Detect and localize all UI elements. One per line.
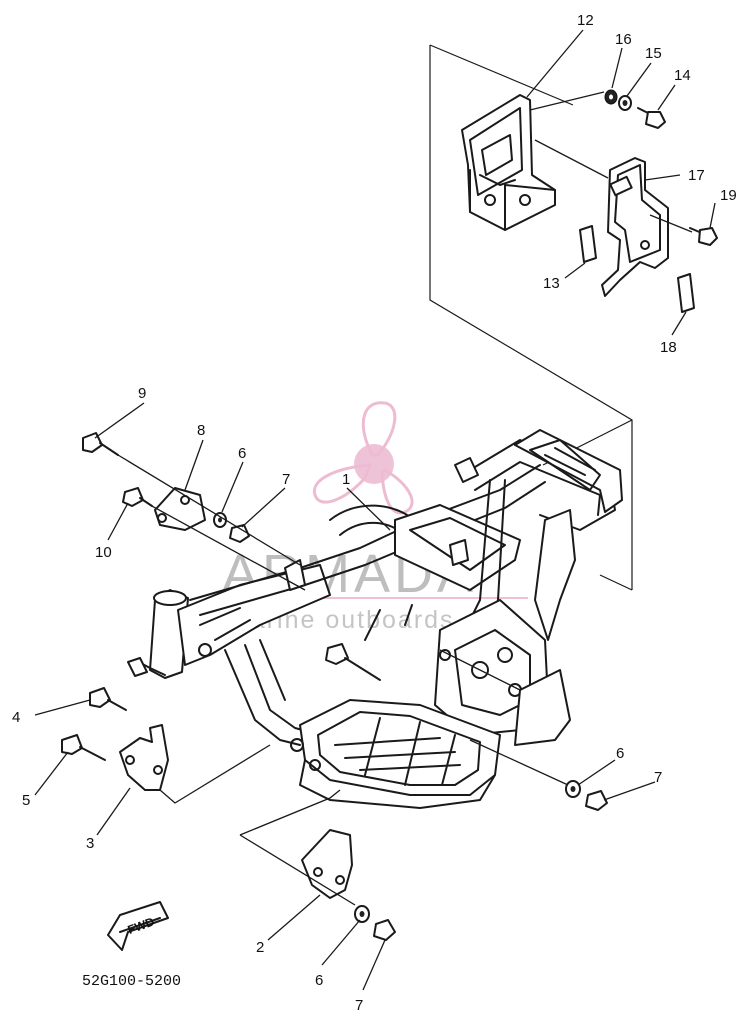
part-code: 52G100-5200 (82, 973, 181, 990)
watermark-propeller-icon (312, 401, 414, 515)
callout-9: 9 (138, 385, 146, 402)
callout-17: 17 (688, 167, 705, 184)
washer-6-upper (213, 512, 227, 528)
bolt-14 (637, 107, 666, 129)
bolt-19 (689, 227, 718, 246)
callout-4: 4 (12, 709, 20, 726)
plate-17 (601, 157, 669, 297)
washer-6-right (565, 780, 581, 798)
inset-assembly-lines (529, 91, 693, 233)
callout-7-right: 7 (654, 769, 662, 786)
callout-8: 8 (197, 422, 205, 439)
main-frame-1 (127, 429, 623, 809)
callout-leaders (34, 29, 716, 991)
fwd-arrow-icon: FWD (107, 901, 169, 951)
pad-13 (579, 225, 597, 263)
frame-bolt (325, 643, 381, 681)
bracket-3 (119, 724, 169, 791)
callout-7-upper: 7 (282, 471, 290, 488)
callout-18: 18 (660, 339, 677, 356)
callout-6-right: 6 (616, 745, 624, 762)
callout-6-bottom: 6 (315, 972, 323, 989)
callout-6-upper: 6 (238, 445, 246, 462)
callout-labels: 12 16 15 14 17 19 13 18 9 8 6 7 1 10 4 5… (12, 12, 737, 1014)
callout-2: 2 (256, 939, 264, 956)
nut-7-bottom (373, 919, 396, 941)
bolt-5 (61, 734, 106, 761)
callout-10: 10 (95, 544, 112, 561)
bolt-4 (89, 687, 127, 711)
callout-16: 16 (615, 31, 632, 48)
bolt-9 (82, 432, 119, 456)
washer-15 (618, 95, 632, 111)
bracket-12 (461, 94, 556, 231)
callout-12: 12 (577, 12, 594, 29)
callout-5: 5 (22, 792, 30, 809)
washer-16 (604, 89, 618, 105)
callout-13: 13 (543, 275, 560, 292)
bracket-8 (154, 487, 206, 531)
callout-7-bottom: 7 (355, 997, 363, 1014)
washer-6-bottom (354, 905, 370, 923)
bolt-10 (122, 487, 153, 507)
detail-inset (429, 44, 633, 591)
nut-7-upper (229, 524, 250, 543)
nut-7-right (585, 790, 608, 811)
callout-19: 19 (720, 187, 737, 204)
pad-18 (677, 273, 695, 313)
callout-3: 3 (86, 835, 94, 852)
callout-14: 14 (674, 67, 691, 84)
callout-15: 15 (645, 45, 662, 62)
callout-1: 1 (342, 471, 350, 488)
